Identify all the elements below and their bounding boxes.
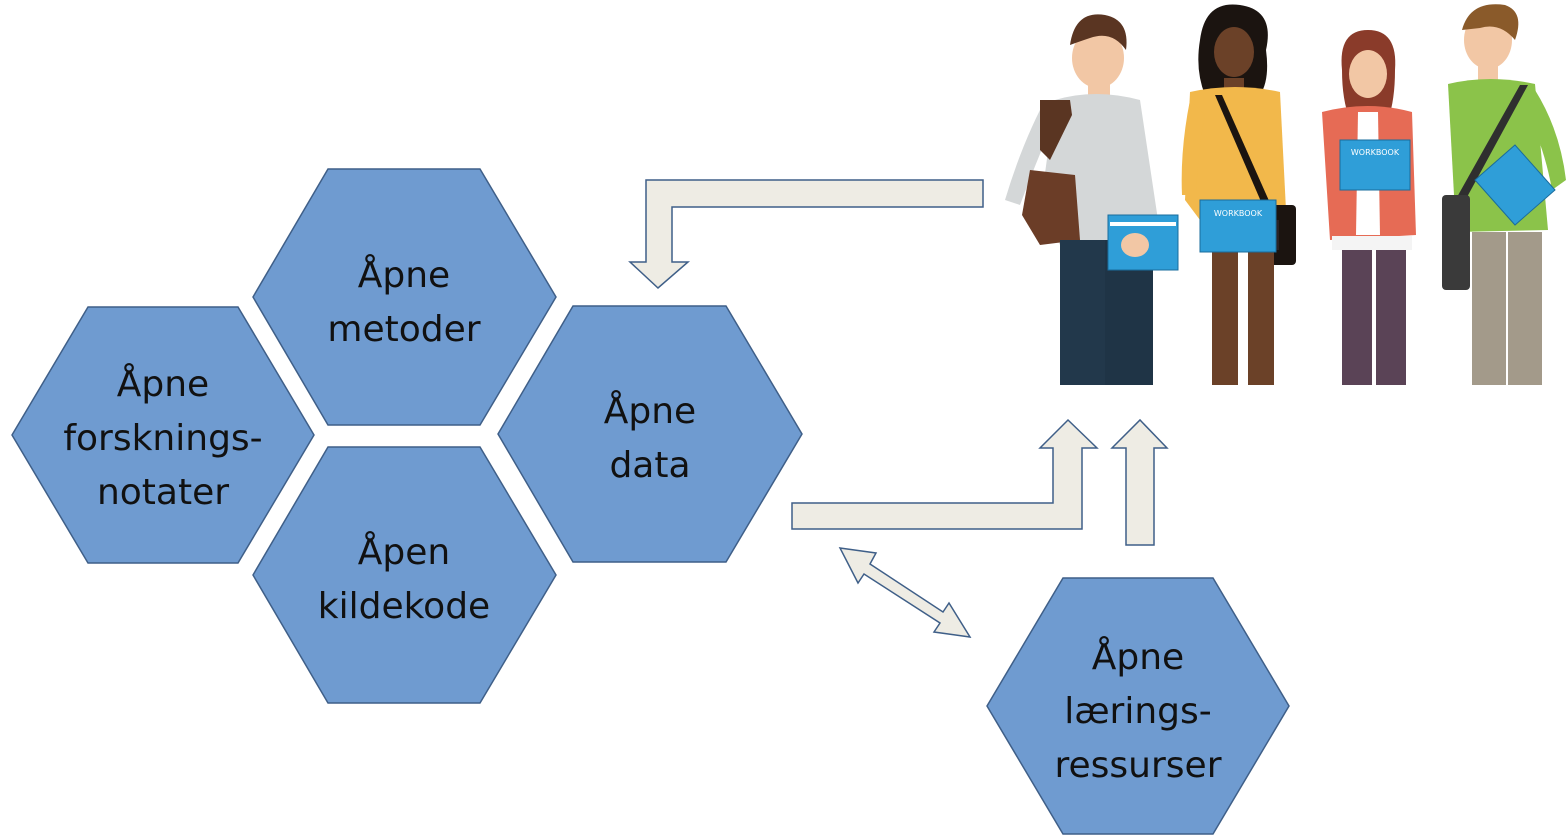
- arrow-resources-to-students: [1110, 418, 1169, 546]
- hex-line: metoder: [327, 309, 480, 350]
- student-figure: [1005, 14, 1179, 385]
- hex-line: kildekode: [318, 586, 490, 627]
- hex-open-data: Åpne data: [497, 305, 803, 563]
- students-illustration: WORKBOOK WORKBOOK: [1005, 4, 1566, 385]
- hex-open-methods: Åpne metoder: [252, 168, 557, 426]
- hex-open-research-notes: Åpne forsknings- notater: [11, 306, 315, 564]
- arrow-data-to-students: [791, 418, 1099, 530]
- hex-line: Åpen: [358, 530, 450, 573]
- arrow-data-resources-bidirectional: [838, 547, 972, 638]
- hex-line: data: [609, 445, 690, 486]
- hex-open-learning-resources: Åpne lærings- ressurser: [986, 577, 1290, 835]
- hex-open-source-code: Åpen kildekode: [252, 446, 557, 704]
- hex-line: Åpne: [1092, 635, 1184, 678]
- book-label: WORKBOOK: [1351, 148, 1400, 157]
- book-label: WORKBOOK: [1214, 209, 1263, 218]
- student-figure: [1442, 4, 1566, 385]
- hex-line: Åpne: [604, 389, 696, 432]
- hex-line: lærings-: [1064, 691, 1212, 732]
- student-figure: WORKBOOK: [1322, 30, 1416, 385]
- hex-line: forsknings-: [63, 418, 262, 459]
- hex-line: ressurser: [1055, 745, 1222, 786]
- student-figure: WORKBOOK: [1181, 4, 1296, 385]
- hex-line: Åpne: [358, 253, 450, 296]
- arrow-students-to-data: [628, 179, 984, 290]
- hex-line: Åpne: [117, 362, 209, 405]
- hex-line: notater: [97, 472, 229, 513]
